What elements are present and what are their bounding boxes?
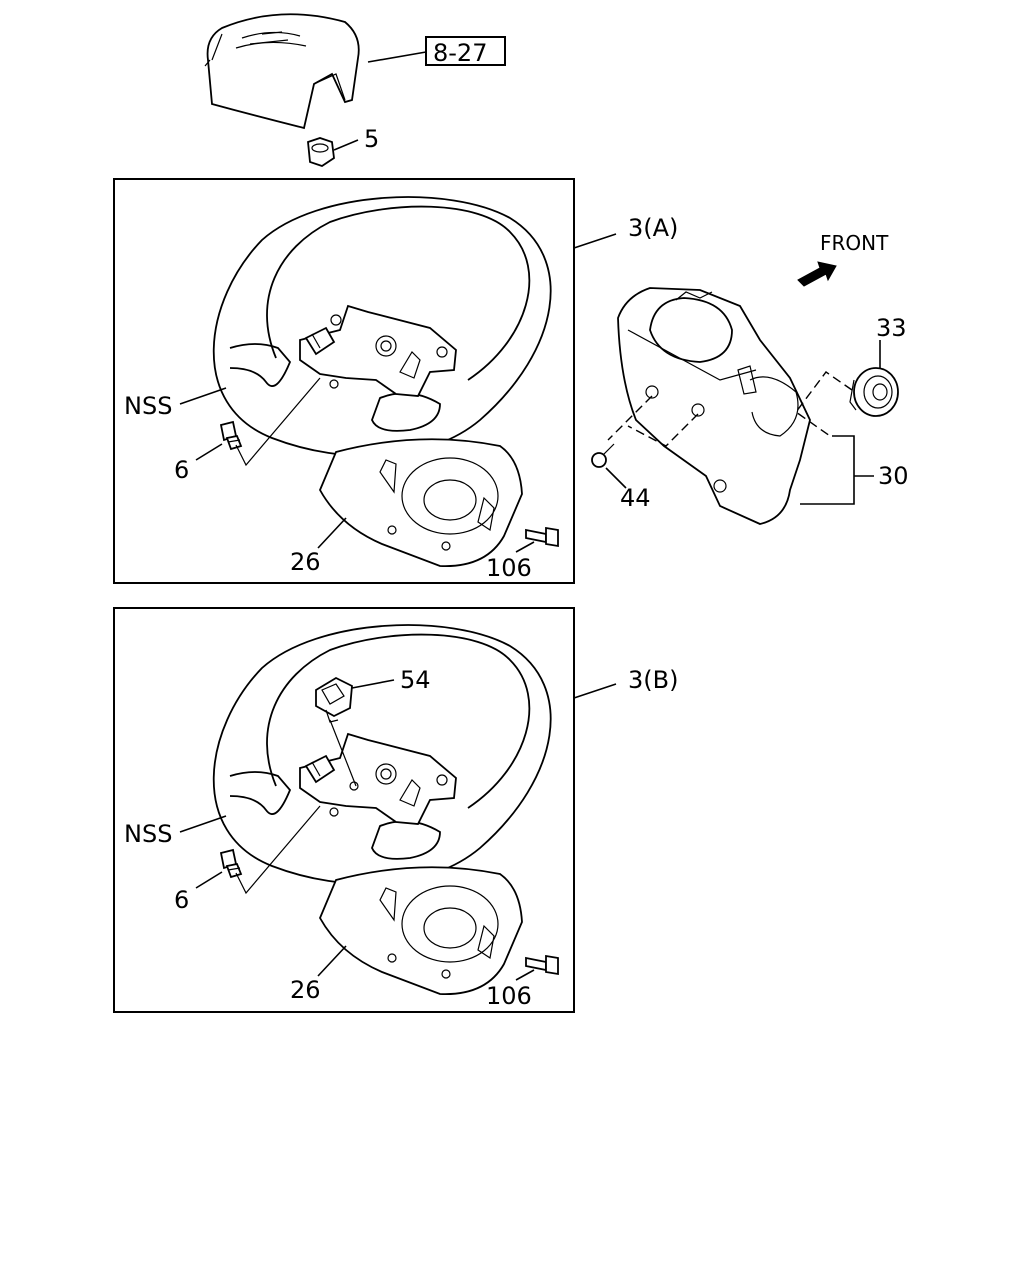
leader-3b (573, 683, 617, 699)
label-26-a: 26 (290, 548, 321, 576)
switch-54-path (329, 719, 357, 787)
label-nss-b: NSS (124, 820, 172, 848)
label-nss-a: NSS (124, 392, 172, 420)
label-54: 54 (400, 666, 431, 694)
switch-part-54 (315, 676, 353, 723)
leader-nss-b (179, 815, 227, 833)
screw-part-44 (591, 443, 615, 468)
bracket-30 (800, 435, 855, 505)
steering-wheel-box-b (113, 607, 575, 1013)
leader-54 (351, 679, 395, 689)
leader-8-27 (367, 51, 427, 63)
steering-wheel-b (212, 624, 552, 885)
leader-44 (605, 467, 627, 489)
label-6-a: 6 (174, 456, 189, 484)
steering-wheel-box-a (113, 178, 575, 584)
label-26-b: 26 (290, 976, 321, 1004)
lower-cover-a (319, 438, 523, 567)
screw-6-b-path (235, 805, 321, 895)
leader-6-a (195, 443, 223, 461)
leader-5 (333, 139, 359, 151)
label-33: 33 (876, 314, 907, 342)
grommet-33-path (795, 371, 853, 437)
lower-cover-b (319, 866, 523, 995)
reference-label-8-27: 8-27 (433, 39, 487, 67)
leader-26-b (317, 945, 347, 977)
leader-6-b (195, 871, 223, 889)
label-3b: 3(B) (628, 666, 678, 694)
screw-part-6-a (219, 420, 243, 451)
leader-26-a (317, 517, 347, 549)
leader-3a (573, 233, 617, 249)
label-6-b: 6 (174, 886, 189, 914)
screw-part-6-b (219, 848, 243, 879)
screw-44-path-2 (627, 413, 699, 447)
label-5: 5 (364, 125, 379, 153)
screw-6-a-path (235, 377, 321, 467)
reference-box-8-27 (425, 36, 506, 66)
column-cover-30 (617, 287, 811, 525)
front-arrow (797, 261, 837, 287)
label-30: 30 (878, 462, 909, 490)
label-106-b: 106 (486, 982, 532, 1010)
front-label: FRONT (820, 231, 889, 255)
leader-nss-a (179, 387, 227, 405)
bolt-part-106-b (525, 954, 559, 976)
label-3a: 3(A) (628, 214, 678, 242)
screw-44-path-1 (607, 395, 653, 441)
label-44: 44 (620, 484, 651, 512)
nut-part-5 (307, 137, 335, 167)
grommet-part-33 (849, 367, 899, 417)
horn-pad-cover (204, 13, 360, 130)
steering-wheel-a (212, 196, 552, 457)
leader-106-b (515, 969, 535, 981)
label-106-a: 106 (486, 554, 532, 582)
bolt-part-106-a (525, 526, 559, 548)
leader-106-a (515, 541, 535, 553)
